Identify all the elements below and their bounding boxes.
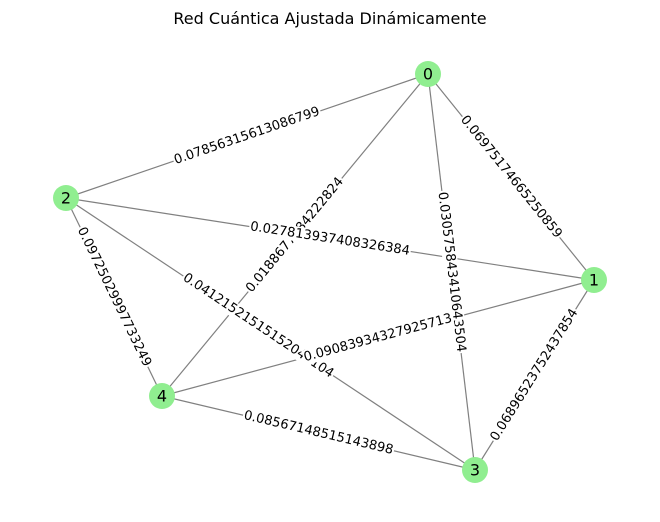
edge-label-0-1: 0.06975174665250859	[457, 113, 565, 242]
edge-label-4-1: 0.09083934327925713	[302, 311, 454, 365]
edge-label-layer: 0.07856315613086799 0.06975174665250859 0.…	[73, 103, 582, 459]
node-circle	[149, 383, 175, 409]
edge-label-2-0: 0.07856315613086799	[172, 104, 322, 168]
node-layer: 0 1 2 3 4	[53, 61, 607, 483]
edge-label-2-4: 0.09725029997733249	[74, 225, 154, 369]
edge-label-bg	[301, 310, 455, 366]
node-2: 2	[53, 185, 79, 211]
node-label: 3	[470, 461, 480, 480]
edge-label-bg	[434, 190, 469, 354]
edge-label-bg	[179, 269, 338, 382]
chart-title: Red Cuántica Ajustada Dinámicamente	[173, 9, 486, 28]
node-3: 3	[462, 457, 488, 483]
node-0: 0	[415, 61, 441, 87]
node-circle	[415, 61, 441, 87]
edge-label-bg	[241, 407, 396, 459]
node-label: 4	[157, 387, 167, 406]
edge-label-4-3: 0.08567148515143898	[242, 408, 394, 458]
node-circle	[581, 267, 607, 293]
edge-label-bg	[73, 223, 155, 371]
edge-label-bg	[456, 111, 566, 243]
edge-label-bg	[487, 305, 582, 445]
node-label: 0	[423, 65, 433, 84]
node-4: 4	[149, 383, 175, 409]
edge-label-bg	[171, 103, 323, 169]
node-1: 1	[581, 267, 607, 293]
edge-label-3-1: 0.06896523752437854	[488, 306, 582, 444]
node-label: 1	[589, 271, 599, 290]
node-circle	[53, 185, 79, 211]
node-label: 2	[61, 189, 71, 208]
node-circle	[462, 457, 488, 483]
edge-label-bg	[248, 219, 412, 259]
